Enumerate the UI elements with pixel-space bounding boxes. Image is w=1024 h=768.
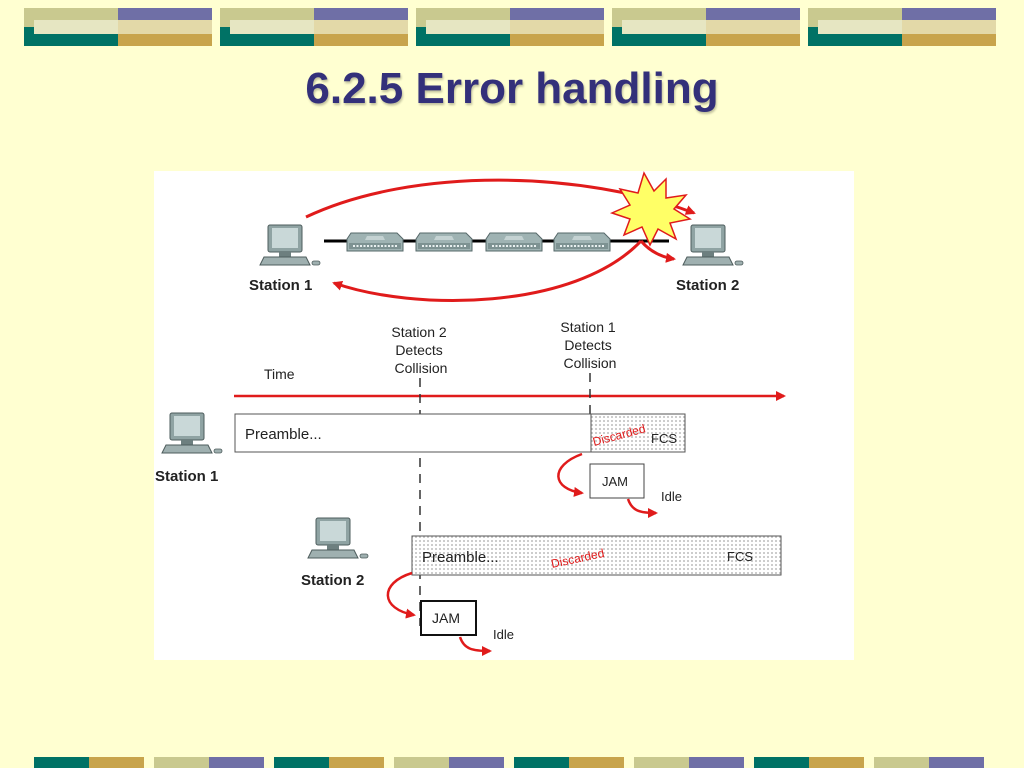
station2-jam: JAM bbox=[432, 610, 460, 626]
decor-tile bbox=[808, 8, 996, 46]
station1-frame bbox=[234, 413, 592, 453]
station1-label: Station 1 bbox=[249, 277, 312, 294]
decor-tile bbox=[220, 8, 408, 46]
station2-fcs: FCS bbox=[727, 549, 753, 564]
station1-preamble: Preamble... bbox=[245, 426, 322, 443]
collision-burst-icon bbox=[609, 171, 692, 247]
decor-tile bbox=[24, 8, 212, 46]
station1-fcs: FCS bbox=[651, 431, 677, 446]
station2-idle-arrow bbox=[458, 636, 492, 656]
diagram-panel: Station 1 Station 2 Station 2 Detects Co… bbox=[154, 171, 854, 660]
signal-arrow-reach-station2 bbox=[639, 240, 676, 263]
top-decoration-band bbox=[24, 8, 1000, 46]
computer-icon bbox=[161, 412, 223, 454]
collision-diagram: Station 1 Station 2 Station 2 Detects Co… bbox=[155, 171, 786, 656]
station1-jam-box bbox=[589, 463, 645, 499]
station1-frame-discarded bbox=[590, 413, 686, 453]
station2-idle: Idle bbox=[493, 627, 514, 642]
hub-icon bbox=[346, 232, 404, 252]
computer-icon bbox=[682, 224, 744, 266]
decor-tile bbox=[612, 8, 800, 46]
station1-detects-label: Station 1 Detects Collision bbox=[560, 319, 619, 371]
station2-frame-discarded bbox=[411, 535, 782, 576]
station2-detects-label: Station 2 Detects Collision bbox=[391, 324, 450, 376]
signal-arrow-back-to-station1 bbox=[332, 239, 643, 302]
hub-icon bbox=[553, 232, 611, 252]
station2-preamble: Preamble... bbox=[422, 549, 499, 566]
hub-icon bbox=[485, 232, 543, 252]
station1-idle: Idle bbox=[661, 489, 682, 504]
bottom-decoration-band bbox=[34, 757, 990, 768]
time-label: Time bbox=[264, 366, 295, 382]
station2-jam-box bbox=[420, 600, 477, 636]
timeline-station1-label: Station 1 bbox=[155, 468, 218, 485]
page-title: 6.2.5 Error handling bbox=[305, 64, 719, 113]
decor-tile bbox=[416, 8, 604, 46]
computer-icon bbox=[307, 517, 369, 559]
station2-label: Station 2 bbox=[676, 277, 739, 294]
station1-jam-arrow bbox=[557, 452, 584, 497]
computer-icon bbox=[259, 224, 321, 266]
hub-icon bbox=[415, 232, 473, 252]
station1-jam: JAM bbox=[602, 474, 628, 489]
timeline-station2-label: Station 2 bbox=[301, 572, 364, 589]
station1-idle-arrow bbox=[626, 498, 658, 518]
station2-jam-arrow bbox=[386, 571, 416, 619]
